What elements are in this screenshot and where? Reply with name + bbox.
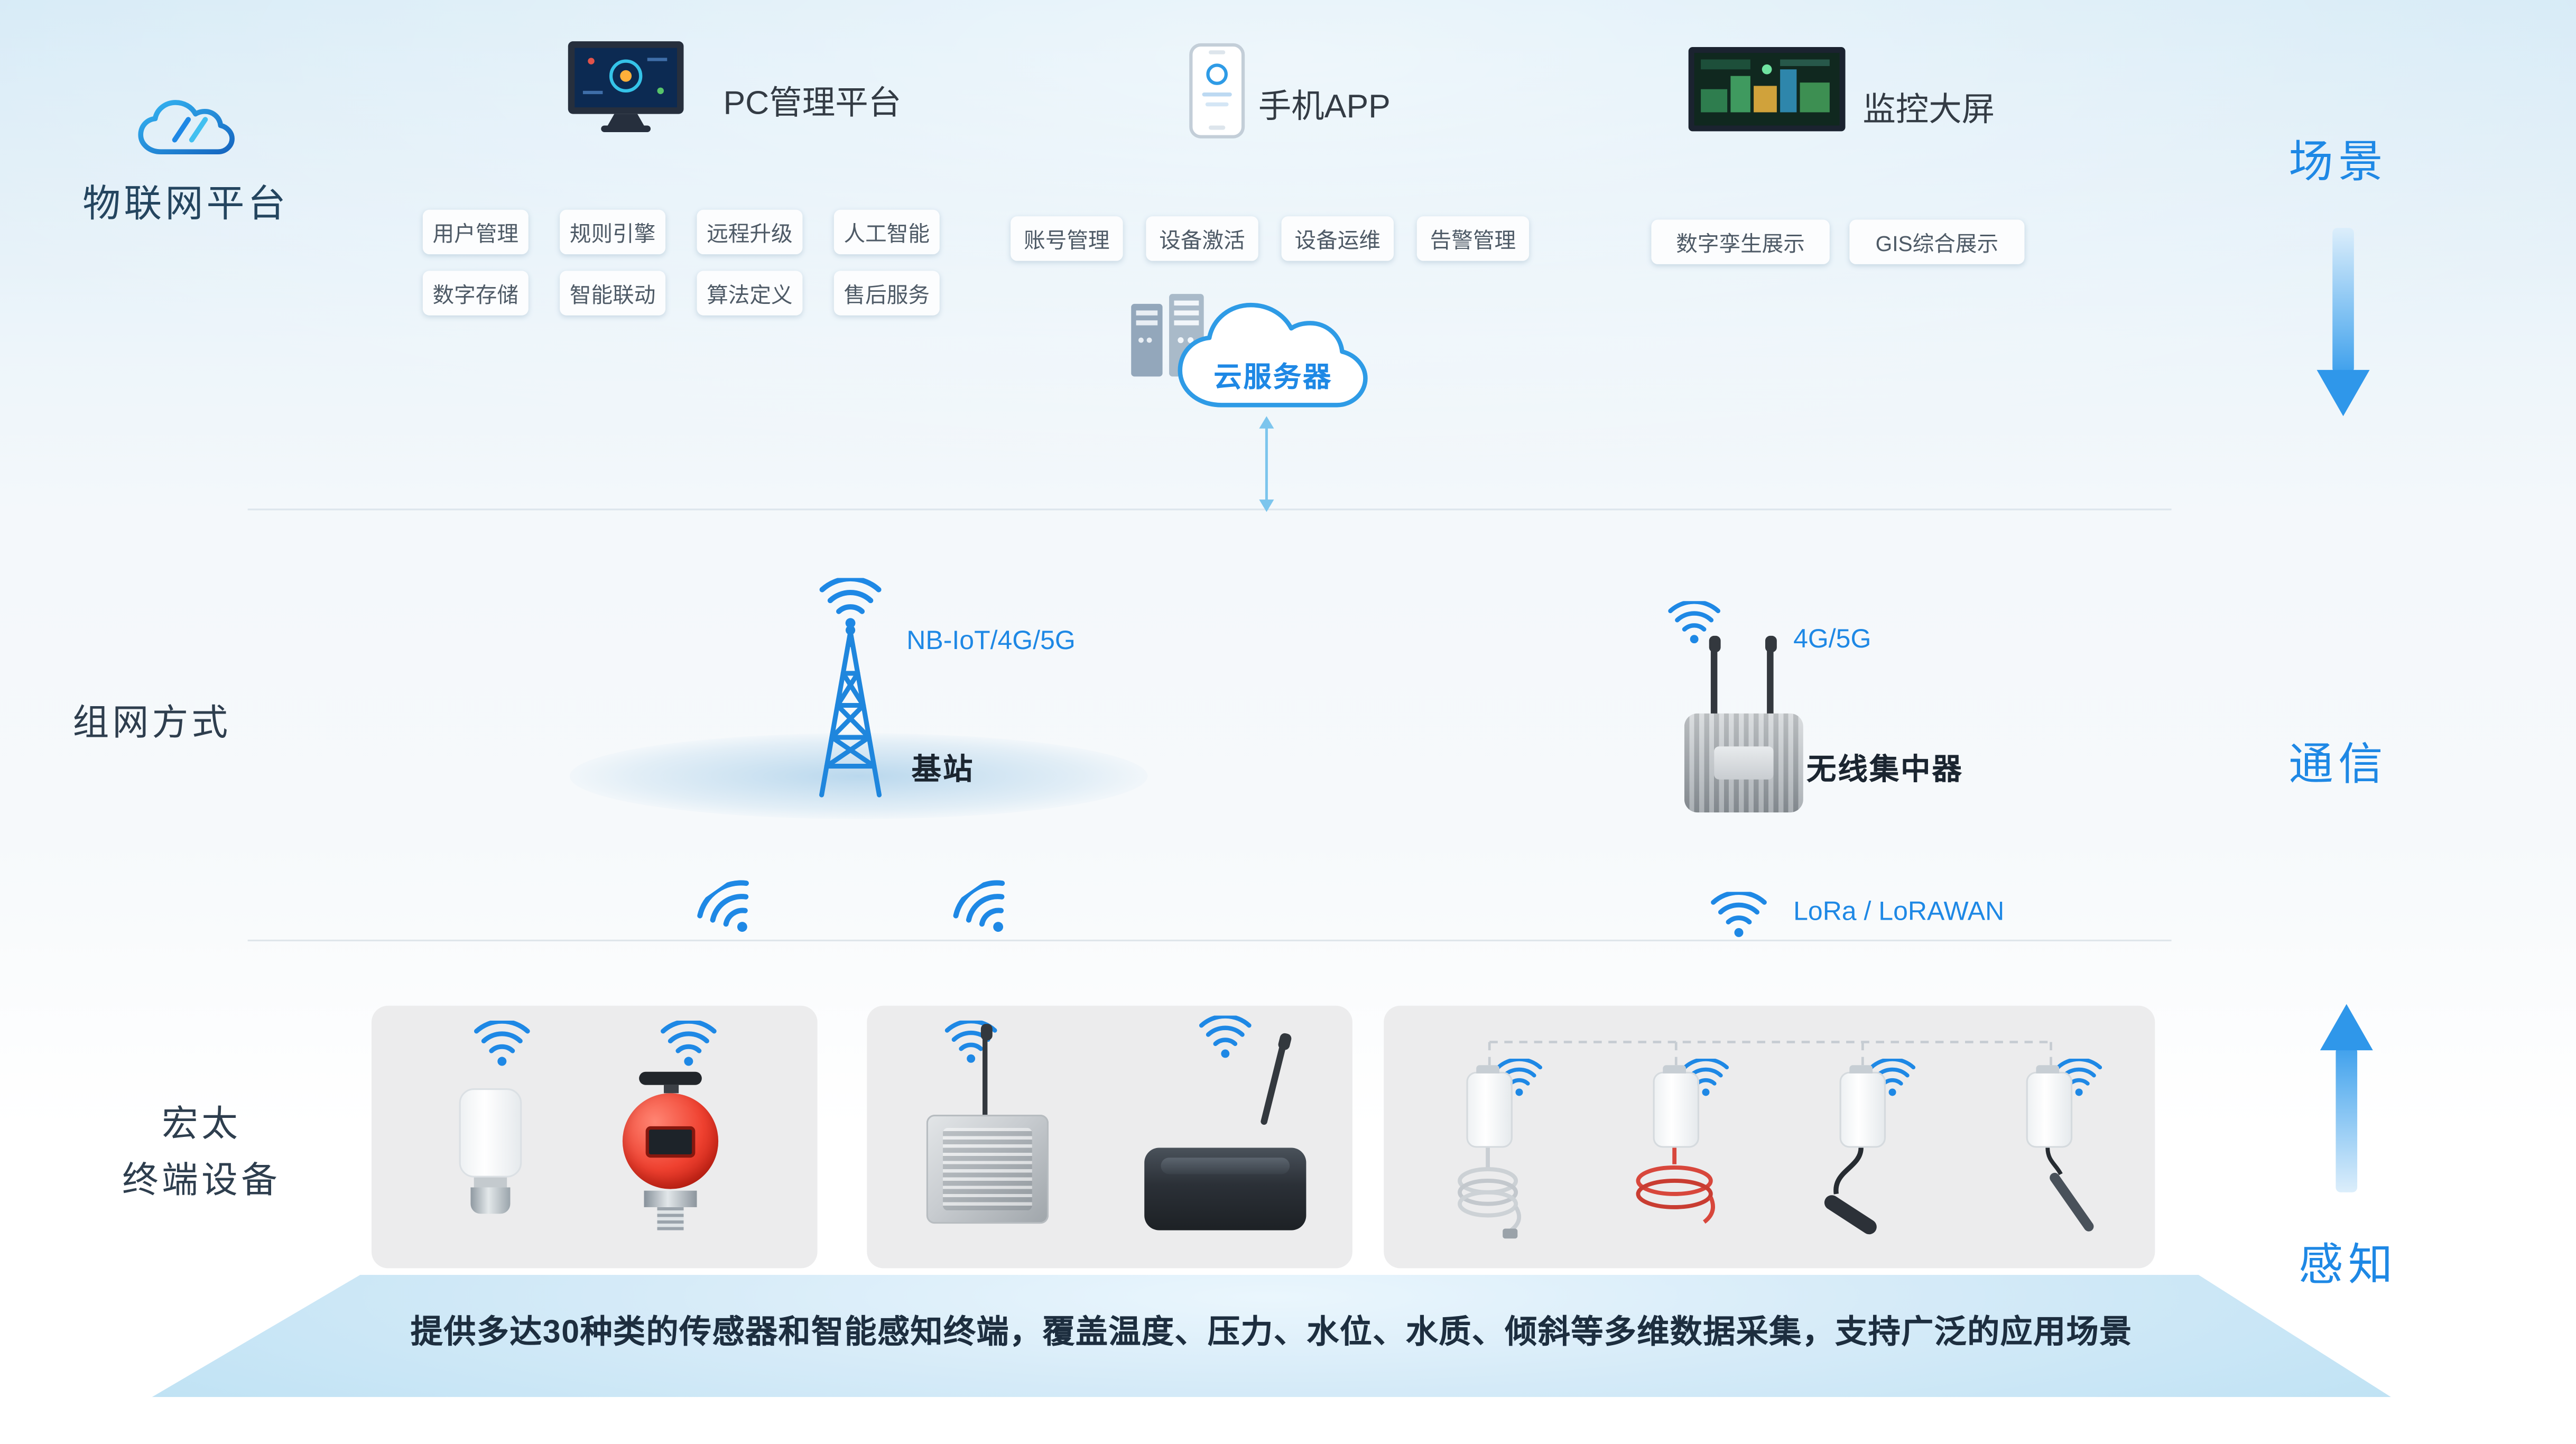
cloud-link-double-arrow	[1259, 416, 1274, 512]
tag-rule-engine: 规则引擎	[560, 209, 666, 255]
cloud-logo-icon	[137, 100, 234, 155]
sensor-probe-tip	[470, 1187, 511, 1214]
transmitter-handle	[639, 1071, 702, 1085]
bottom-section-divider	[247, 939, 2172, 941]
arrow-shaft	[2336, 1047, 2358, 1192]
wifi-signal-icon	[474, 1021, 530, 1069]
dashed-bus-connector	[1488, 1041, 2052, 1082]
tag-digital-storage: 数字存储	[422, 271, 529, 316]
label-scene: 场景	[2288, 137, 2388, 187]
sensor-cable	[1824, 1147, 1877, 1235]
sensor-head	[1839, 1065, 1886, 1148]
sensor-collar	[474, 1177, 507, 1188]
iot-platform-logo-group: 物联网平台	[50, 96, 322, 228]
base-station-ground-ellipse	[569, 733, 1148, 819]
base-station-protocol: NB-IoT/4G/5G	[906, 627, 1076, 656]
transmitter-head	[622, 1093, 719, 1189]
terminal-label-line2: 终端设备	[122, 1159, 281, 1201]
app-feature-tags: 账号管理 设备激活 设备运维 告警管理	[1011, 216, 1530, 261]
tag-account-management: 账号管理	[1011, 216, 1123, 261]
data-logger-black	[1141, 1039, 1313, 1240]
terminal-section-label: 宏太 终端设备	[86, 1106, 317, 1218]
device-group-box-3	[1384, 1005, 2155, 1269]
sensor-head	[1466, 1065, 1513, 1148]
concentrator-name: 无线集中器	[1806, 753, 1963, 786]
cloud-shape-icon	[1178, 302, 1368, 408]
sensor-head	[2026, 1065, 2073, 1148]
wifi-signal-icon	[1711, 892, 1767, 940]
concentrator-body	[1684, 713, 1803, 813]
label-communication: 通信	[2288, 739, 2388, 790]
cloud-server-group: 云服务器	[1156, 294, 1391, 416]
tag-digital-twin: 数字孪生展示	[1651, 219, 1830, 264]
lora-protocol-label: LoRa / LoRAWAN	[1793, 898, 2005, 927]
wifi-signal-icon	[1668, 601, 1721, 645]
scene-down-arrow	[2316, 228, 2370, 416]
cable-sensor-black-probe	[1820, 1068, 1909, 1260]
wireless-sensor-white	[457, 1088, 523, 1214]
arrow-head	[2316, 369, 2370, 416]
pc-platform-title: PC管理平台	[723, 86, 902, 123]
concentrator-label-plate	[1714, 746, 1774, 780]
tag-alarm-management: 告警管理	[1416, 216, 1530, 261]
sensor-body	[459, 1088, 522, 1178]
platform-title: 物联网平台	[82, 181, 289, 225]
tag-remote-upgrade: 远程升级	[697, 209, 803, 255]
top-section-divider	[247, 508, 2172, 511]
transmitter-thread	[657, 1207, 684, 1230]
telemetry-terminal-gray	[923, 1024, 1055, 1241]
arrow-head	[2320, 1004, 2373, 1051]
antenna-right	[1764, 635, 1776, 717]
sensor-head	[1653, 1065, 1700, 1148]
base-station-tower-icon	[819, 625, 882, 798]
tag-ai: 人工智能	[833, 209, 940, 255]
tag-user-management: 用户管理	[422, 209, 529, 255]
arrow-shaft	[2332, 228, 2354, 374]
device-body	[926, 1114, 1049, 1224]
mobile-phone-icon	[1189, 43, 1245, 138]
perception-up-arrow	[2320, 1004, 2373, 1192]
label-perception: 感知	[2299, 1240, 2398, 1290]
device-group-box-2	[867, 1005, 1352, 1269]
wireless-concentrator-device	[1684, 635, 1803, 816]
sensor-cable	[1636, 1147, 1715, 1224]
concentrator-protocol: 4G/5G	[1793, 626, 1871, 654]
tag-algorithm-definition: 算法定义	[697, 271, 803, 316]
big-screen-icon	[1688, 47, 1846, 132]
transmitter-display	[645, 1125, 696, 1157]
cable-sensor-gray-coil	[1447, 1068, 1536, 1260]
terminal-label-line1: 宏太	[162, 1103, 242, 1145]
pc-monitor-icon	[568, 41, 684, 132]
antenna-left	[1708, 635, 1720, 717]
screen-feature-tags: 数字孪生展示 GIS综合展示	[1651, 219, 2025, 264]
footer-description: 提供多达30种类的传感器和智能感知终端，覆盖温度、压力、水位、水质、倾斜等多维数…	[410, 1315, 2133, 1351]
wifi-signal-icon	[819, 578, 882, 631]
base-station-name: 基站	[911, 753, 975, 786]
tag-device-operation: 设备运维	[1281, 216, 1394, 261]
transmitter-hex-nut	[644, 1190, 697, 1207]
tag-gis-display: GIS综合展示	[1849, 219, 2025, 264]
cable-sensor-strip-probe	[2006, 1068, 2096, 1260]
cloud-server-label: 云服务器	[1213, 362, 1333, 393]
tag-smart-linkage: 智能联动	[560, 271, 666, 316]
wifi-signal-icon	[661, 1021, 717, 1069]
mobile-app-title: 手机APP	[1258, 89, 1391, 126]
big-screen-title: 监控大屏	[1862, 92, 1995, 129]
networking-section-label: 组网方式	[72, 701, 231, 743]
server-rack-icon	[1131, 294, 1204, 377]
tag-after-sales: 售后服务	[833, 271, 940, 316]
device-group-box-1	[371, 1005, 818, 1269]
sensor-cable	[2045, 1147, 2094, 1232]
transmitter-stem	[663, 1085, 678, 1094]
pc-feature-tags: 用户管理 规则引擎 远程升级 人工智能 数字存储 智能联动 算法定义 售后服务	[422, 209, 940, 316]
device-antenna	[1260, 1040, 1286, 1126]
sensor-cable	[1458, 1147, 1522, 1239]
tag-device-activation: 设备激活	[1146, 216, 1258, 261]
pressure-transmitter-red	[613, 1071, 728, 1230]
cable-sensor-red-coil	[1633, 1068, 1722, 1260]
device-body	[1144, 1147, 1306, 1230]
footer-banner: 提供多达30种类的传感器和智能感知终端，覆盖温度、压力、水位、水质、倾斜等多维数…	[152, 1275, 2392, 1397]
device-antenna	[980, 1024, 992, 1118]
